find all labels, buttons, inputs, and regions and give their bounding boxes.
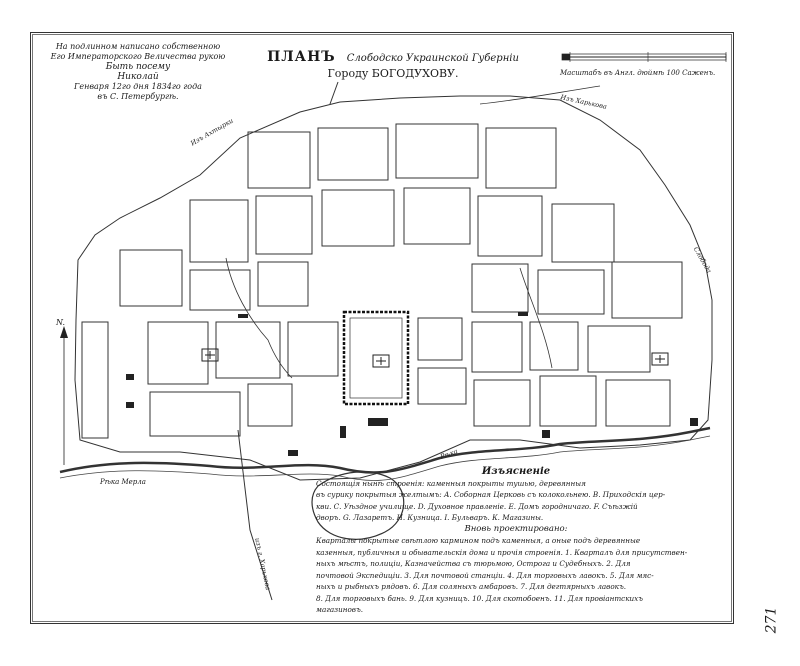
title-province: Слободско Украинской Губерніи: [346, 53, 519, 64]
stream: [519, 267, 553, 369]
scale-bar-block: Масштабъ въ Англ. дюймѣ 100 Саженъ.: [560, 48, 730, 77]
road: [329, 81, 339, 105]
approval-line: Быть посему: [105, 62, 171, 72]
town-boundary: [74, 95, 713, 481]
central-square: [342, 310, 410, 406]
approval-line: Генваря 12го дня 1834го года: [74, 82, 202, 91]
scale-caption: Масштабъ въ Англ. дюймѣ 100 Саженъ.: [560, 69, 716, 77]
road: [237, 429, 273, 601]
legend-line: дворъ. G. Лазаретъ. Н. Кузница. I. Бульв…: [316, 513, 544, 522]
scale-bar: [561, 52, 727, 62]
approval-line: Николай: [117, 72, 159, 82]
legend-line: 8. Для торговыхъ бань. 9. Для кузницъ. 1…: [316, 593, 643, 603]
legend-line: ныхъ мѣстъ, полиціи, Казначейства съ тюр…: [316, 559, 631, 568]
legend-line: кви. С. Уѣздное училище. D. Духовное пра…: [316, 501, 638, 511]
map-title: ПЛАНЪ Слободско Украинской Губерніи Горо…: [258, 46, 528, 80]
legend-line: ныхъ и рыбныхъ рядовъ. 6. Для соляныхъ а…: [316, 582, 627, 591]
road: [479, 85, 601, 105]
legend-subtitle: Вновь проектировано:: [464, 523, 568, 534]
legend-line: почтовой Экспедиціи. 3. Для почтовой ста…: [316, 570, 654, 580]
pond: [311, 471, 405, 540]
legend-title: Изъясненіе: [481, 466, 551, 477]
legend: Изъясненіе Состоящія нынѣ строенія: каме…: [316, 466, 716, 616]
approval-line: На подлинном написано собственною: [55, 42, 221, 51]
title-main: ПЛАНЪ: [267, 49, 336, 65]
approval-line: Его Императорского Величества рукою: [50, 52, 226, 61]
small-buildings: [126, 312, 698, 456]
legend-line: магазиновъ.: [316, 605, 364, 614]
north-label: N.: [56, 318, 66, 327]
church-marker: [201, 348, 219, 362]
north-arrow: [60, 326, 68, 465]
title-city: Городу БОГОДУХОВУ.: [327, 67, 459, 80]
outer-frame: [30, 32, 734, 624]
approval-inscription: На подлинном написано собственною Его Им…: [38, 42, 238, 102]
legend-line: Состоящія нынѣ строенія: каменныя покрыт…: [316, 478, 586, 488]
approval-line: въ С. Петербургѣ.: [97, 92, 179, 101]
church-marker: [651, 352, 669, 366]
legend-line: Кварталы покрытые свѣтлою кармином подъ …: [316, 536, 641, 545]
city-blocks: [81, 123, 683, 439]
page-number: 271: [763, 606, 780, 634]
stream: [225, 257, 293, 379]
legend-line: въ сурику покрытыя желтымъ: А. Соборная …: [316, 490, 666, 499]
church-marker: [372, 354, 390, 368]
legend-line: казенныя, публичныя и обывательскія дома…: [316, 547, 688, 557]
river-label-merla: Рѣка Мерла: [100, 478, 146, 486]
inner-frame: [32, 34, 732, 622]
river-merla: [59, 426, 711, 474]
